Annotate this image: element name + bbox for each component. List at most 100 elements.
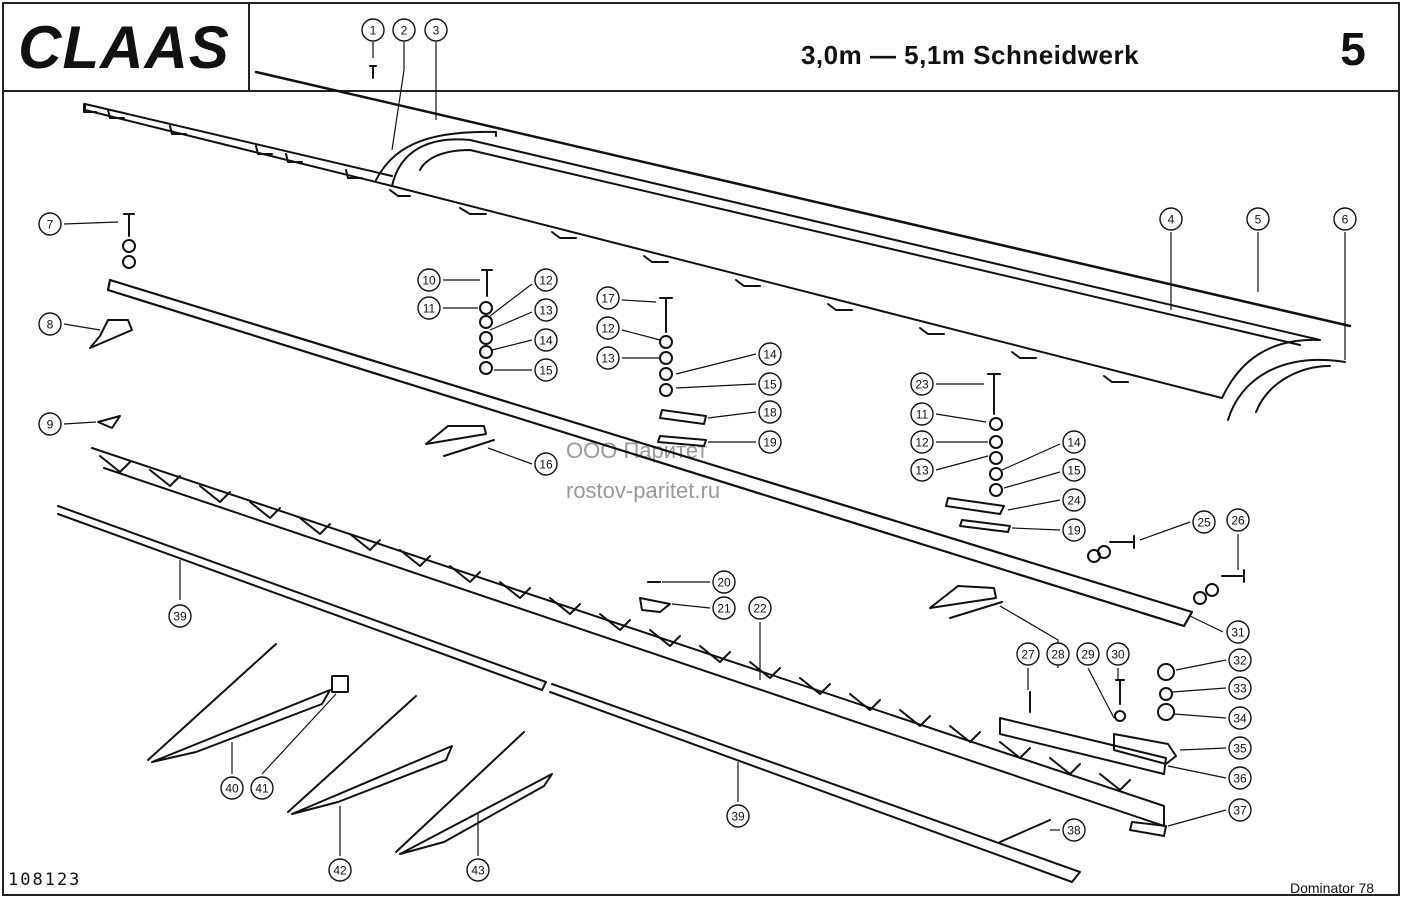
callout-8: 8	[38, 312, 62, 336]
callout-label: 7	[47, 218, 54, 232]
callout-42: 42	[328, 858, 352, 882]
brand-logo: CLAAS	[18, 14, 229, 81]
part-bolt-25	[1109, 535, 1135, 549]
callout-label: 23	[915, 378, 929, 392]
callout-label: 38	[1067, 824, 1081, 838]
callout-label: 15	[539, 364, 553, 378]
callout-circle	[1226, 508, 1250, 532]
callout-circle	[38, 412, 62, 436]
callout-32: 32	[1228, 648, 1252, 672]
part-plate-9	[97, 415, 121, 429]
callout-label: 12	[915, 436, 929, 450]
callout-label: 32	[1233, 654, 1247, 668]
callout-circle	[596, 346, 620, 370]
part-clamp-18	[659, 409, 707, 425]
callout-circle	[250, 776, 274, 800]
callout-6: 6	[1333, 207, 1357, 231]
part-bolt-17	[659, 297, 673, 333]
callout-label: 34	[1233, 712, 1247, 726]
callout-circle	[534, 452, 558, 476]
part-lifter-42	[287, 695, 453, 815]
callout-circle	[361, 18, 385, 42]
callout-label: 8	[47, 318, 54, 332]
callout-38: 38	[1062, 818, 1086, 842]
part-cover-main-lower	[391, 185, 1223, 399]
callout-circle	[726, 804, 750, 828]
part-bolt-26	[1221, 569, 1245, 583]
callout-26: 26	[1226, 508, 1250, 532]
callout-label: 43	[471, 864, 485, 878]
callout-circle	[1228, 798, 1252, 822]
callout-40: 40	[220, 776, 244, 800]
callout-label: 37	[1233, 804, 1247, 818]
part-clamp-24	[945, 497, 1005, 515]
callout-9: 9	[38, 412, 62, 436]
callout-circle	[1228, 766, 1252, 790]
model-label: Dominator 78	[1290, 880, 1375, 896]
header-divider	[2, 90, 1400, 92]
callout-circle	[1062, 430, 1086, 454]
callout-34: 34	[1228, 706, 1252, 730]
callout-label: 14	[539, 334, 553, 348]
callout-39: 39	[168, 604, 192, 628]
callout-label: 1	[370, 24, 377, 38]
callout-label: 5	[1255, 213, 1262, 227]
callout-circle	[712, 596, 736, 620]
callout-circle	[1333, 207, 1357, 231]
callout-label: 39	[173, 610, 187, 624]
callout-circle	[534, 358, 558, 382]
callout-27: 27	[1016, 642, 1040, 666]
part-end-cap-inner	[1255, 365, 1331, 413]
callout-24: 24	[1062, 488, 1086, 512]
callout-3: 3	[424, 18, 448, 42]
callout-label: 3	[433, 24, 440, 38]
callout-circle	[758, 430, 782, 454]
callout-13: 13	[596, 346, 620, 370]
part-cover-tabs	[389, 189, 1129, 383]
callout-label: 42	[333, 864, 347, 878]
callout-36: 36	[1228, 766, 1252, 790]
callout-circle	[596, 316, 620, 340]
callout-circle	[758, 342, 782, 366]
callout-circle	[910, 458, 934, 482]
callout-15: 15	[1062, 458, 1086, 482]
callout-label: 31	[1231, 626, 1245, 640]
callout-label: 26	[1231, 514, 1245, 528]
callout-label: 9	[47, 418, 54, 432]
callout-circle	[417, 296, 441, 320]
document-number: 108123	[8, 870, 82, 890]
callout-circle	[1062, 818, 1086, 842]
callout-19: 19	[758, 430, 782, 454]
callout-label: 39	[731, 810, 745, 824]
part-knife-bar	[106, 278, 1194, 628]
callout-circle	[1246, 207, 1270, 231]
callout-31: 31	[1226, 620, 1250, 644]
part-plate-21	[639, 597, 671, 613]
callout-41: 41	[250, 776, 274, 800]
callout-label: 19	[763, 436, 777, 450]
callout-label: 14	[1067, 436, 1081, 450]
callout-label: 11	[423, 302, 436, 316]
callout-label: 10	[422, 274, 436, 288]
callout-label: 19	[1067, 524, 1081, 538]
callout-13: 13	[534, 298, 558, 322]
part-bolt-23	[987, 373, 1001, 415]
callout-label: 21	[717, 602, 731, 616]
callout-13: 13	[910, 458, 934, 482]
callout-circle	[1192, 510, 1216, 534]
callout-16: 16	[534, 452, 558, 476]
callout-circle	[534, 298, 558, 322]
callout-10: 10	[417, 268, 441, 292]
callout-label: 16	[539, 458, 553, 472]
callout-label: 2	[401, 24, 408, 38]
page-number: 5	[1340, 23, 1366, 75]
callout-1: 1	[361, 18, 385, 42]
callout-label: 41	[255, 782, 269, 796]
callout-label: 40	[225, 782, 239, 796]
callout-label: 25	[1197, 516, 1211, 530]
callout-circle	[417, 268, 441, 292]
callout-circle	[328, 858, 352, 882]
callout-circle	[1106, 642, 1130, 666]
callout-circle	[1076, 642, 1100, 666]
